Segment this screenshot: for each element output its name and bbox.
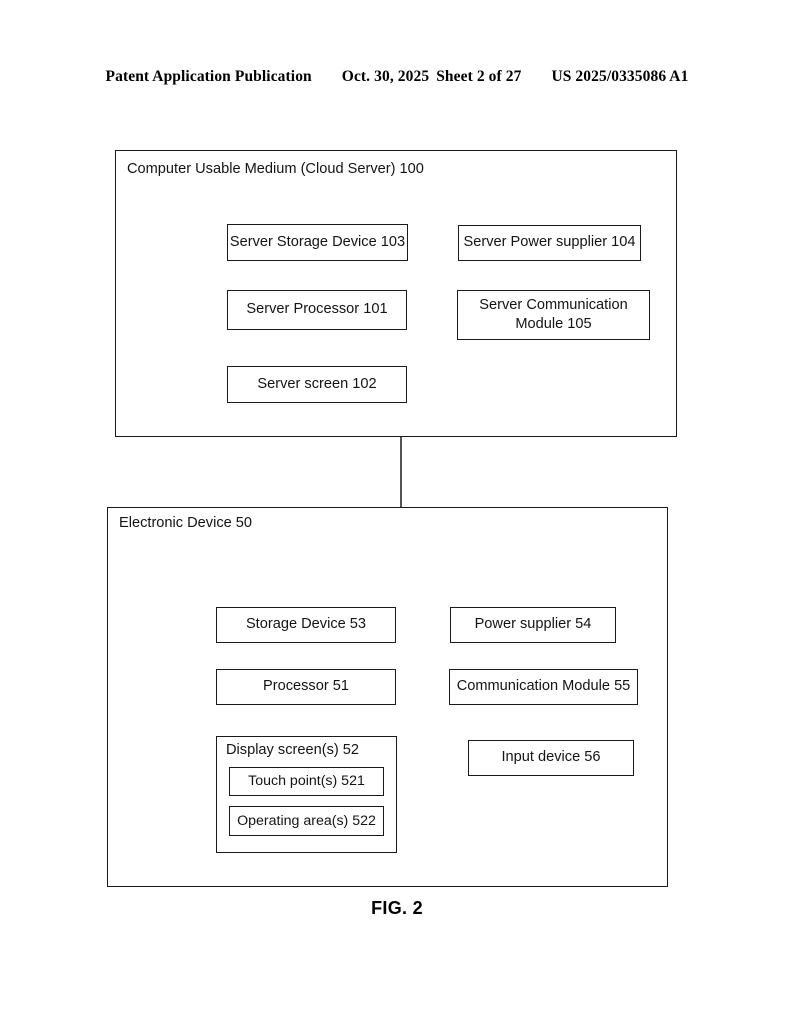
power-supplier-label: Power supplier 54: [474, 616, 592, 633]
server-communication-module-box[interactable]: Server Communication Module 105: [457, 290, 650, 340]
server-processor-label: Server Processor 101: [246, 301, 388, 318]
storage-device-label: Storage Device 53: [245, 616, 367, 633]
processor-label: Processor 51: [263, 678, 349, 695]
server-processor-box[interactable]: Server Processor 101: [227, 290, 407, 330]
operating-areas-box[interactable]: Operating area(s) 522: [229, 806, 384, 836]
header-sheet: Sheet 2 of 27: [436, 68, 522, 85]
header-publication: Patent Application Publication: [105, 68, 312, 85]
page-header: Patent Application Publication Oct. 30, …: [0, 68, 794, 90]
server-screen-label: Server screen 102: [257, 375, 377, 392]
input-device-label: Input device 56: [501, 749, 601, 766]
input-device-box[interactable]: Input device 56: [468, 740, 634, 776]
display-screen-label: Display screen(s) 52: [226, 742, 360, 758]
server-storage-device-label: Server Storage Device 103: [229, 233, 406, 250]
figure-caption: FIG. 2: [371, 898, 423, 918]
server-storage-device-box[interactable]: Server Storage Device 103: [227, 224, 408, 261]
server-screen-box[interactable]: Server screen 102: [227, 366, 407, 403]
touch-points-label: Touch point(s) 521: [248, 773, 365, 790]
storage-device-box[interactable]: Storage Device 53: [216, 607, 396, 643]
power-supplier-box[interactable]: Power supplier 54: [450, 607, 616, 643]
electronic-device-group-label: Electronic Device 50: [119, 515, 253, 531]
communication-module-label: Communication Module 55: [456, 678, 631, 695]
server-power-supplier-box[interactable]: Server Power supplier 104: [458, 225, 641, 261]
header-date: Oct. 30, 2025: [341, 68, 430, 85]
processor-box[interactable]: Processor 51: [216, 669, 396, 705]
communication-module-box[interactable]: Communication Module 55: [449, 669, 638, 705]
cloud-server-group-label: Computer Usable Medium (Cloud Server) 10…: [127, 161, 424, 177]
operating-areas-label: Operating area(s) 522: [237, 812, 376, 829]
touch-points-box[interactable]: Touch point(s) 521: [229, 767, 384, 796]
header-patent-number: US 2025/0335086 A1: [551, 68, 689, 85]
server-communication-module-label: Server Communication Module 105: [479, 296, 628, 332]
server-power-supplier-label: Server Power supplier 104: [463, 234, 636, 251]
